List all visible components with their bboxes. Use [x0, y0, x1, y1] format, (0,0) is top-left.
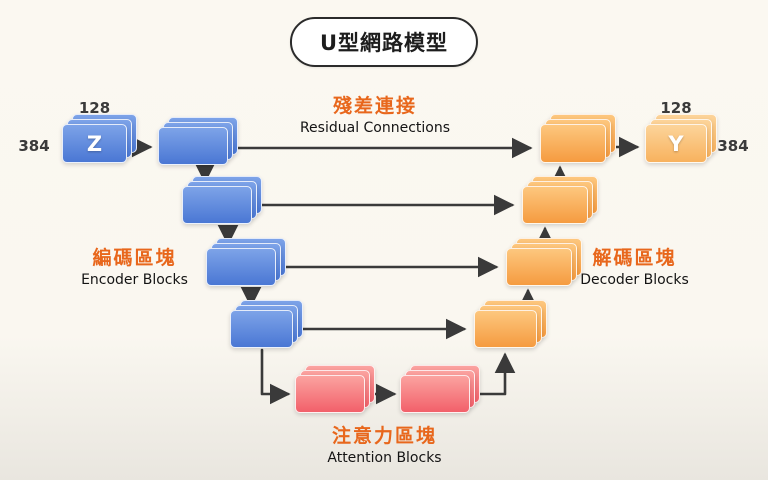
- decoder-block-3: [506, 238, 582, 286]
- output-letter: Y: [668, 131, 684, 156]
- encoder-block-3: [206, 238, 286, 286]
- encoder-block-2: [182, 176, 262, 224]
- encoder-blocks-label: 編碼區塊 Encoder Blocks: [52, 243, 217, 288]
- diagram-title: U型網路模型: [289, 17, 479, 67]
- decoder-label-zh: 解碼區塊: [592, 247, 677, 269]
- block-layer: Y: [645, 124, 707, 163]
- output-channels-label: 128: [660, 99, 692, 117]
- block-layer: Z: [62, 124, 127, 163]
- attention-label-zh: 注意力區塊: [331, 425, 437, 447]
- encoder-label-en: Encoder Blocks: [81, 272, 188, 288]
- attention-label-en: Attention Blocks: [327, 450, 442, 466]
- decoder-block-1: [540, 114, 616, 163]
- arrow-enc4-attention1: [260, 348, 291, 405]
- input-size-label: 384: [18, 137, 50, 155]
- decoder-block-2: [522, 176, 598, 224]
- residual-label-en: Residual Connections: [299, 120, 451, 136]
- encoder-label-zh: 編碼區塊: [92, 247, 177, 269]
- output-block-y: Y: [645, 114, 717, 163]
- decoder-block-4: [474, 300, 547, 348]
- attention-block-2: [400, 365, 480, 413]
- residual-connections-label: 殘差連接 Residual Connections: [255, 91, 495, 136]
- encoder-block-4: [230, 300, 303, 348]
- input-letter: Z: [86, 131, 103, 156]
- attention-block-1: [295, 365, 375, 413]
- arrow-attention2-dec4: [471, 352, 516, 396]
- attention-blocks-label: 注意力區塊 Attention Blocks: [292, 421, 477, 466]
- output-size-label: 384: [717, 137, 749, 155]
- input-block-z: Z: [62, 114, 137, 163]
- encoder-block-1: [158, 117, 238, 165]
- input-channels-label: 128: [78, 99, 111, 117]
- decoder-label-en: Decoder Blocks: [580, 272, 689, 288]
- residual-label-zh: 殘差連接: [332, 95, 417, 117]
- decoder-blocks-label: 解碼區塊 Decoder Blocks: [552, 243, 717, 288]
